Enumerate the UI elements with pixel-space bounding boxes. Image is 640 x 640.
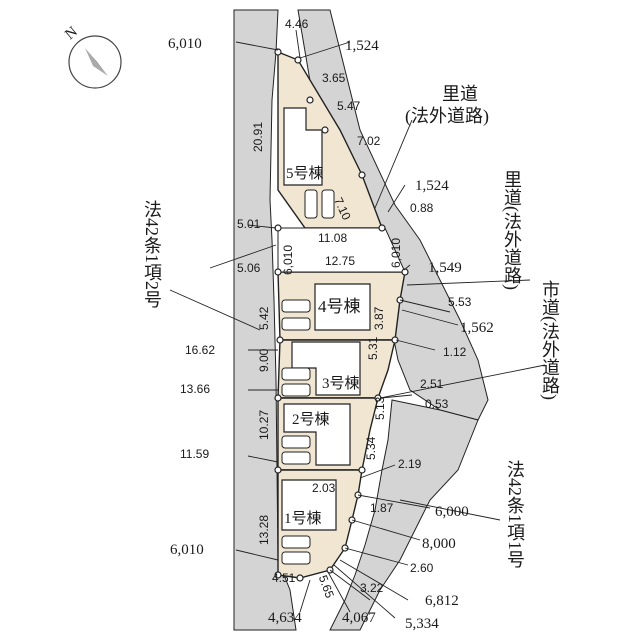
dim-702: 7.02	[357, 134, 381, 148]
dim-1549: 1,549	[428, 260, 462, 276]
law-left: 法42条1項2号	[142, 200, 162, 309]
dim-4634: 4,634	[268, 610, 302, 626]
dim-6812: 6,812	[425, 593, 459, 609]
building-5-label: 5号棟	[286, 165, 324, 182]
right-road-lower	[329, 399, 479, 631]
dim-2091: 20.91	[251, 122, 265, 152]
dim-1275: 12.75	[325, 254, 355, 268]
dim-1108: 11.08	[318, 231, 347, 245]
building-4-label: 4号棟	[318, 297, 361, 316]
dim-446: 4.46	[285, 17, 309, 31]
dim-506: 5.06	[237, 261, 261, 275]
dim-187: 1.87	[370, 501, 394, 515]
dim-6010-r: 6,010	[389, 238, 403, 268]
boundary-markers	[274, 48, 409, 582]
car-icon	[281, 189, 335, 565]
building-2	[283, 403, 351, 466]
north-arrow-icon	[68, 35, 122, 89]
left-road	[233, 9, 297, 631]
dim-553: 5.53	[448, 295, 472, 309]
dim-6010-l: 6,010	[281, 245, 295, 275]
dim-1524-mid: 1,524	[415, 178, 449, 194]
dim-260: 2.60	[410, 561, 434, 575]
dim-053: 0.53	[425, 397, 449, 411]
dim-322: 3.22	[360, 581, 384, 595]
road-shido: 市道(法外道路)	[539, 280, 560, 400]
compass-label: N	[62, 24, 81, 43]
building-3-label: 3号棟	[322, 375, 360, 392]
dim-513: 5.13	[373, 396, 387, 420]
dim-1562: 1,562	[460, 320, 494, 336]
dim-1328: 13.28	[257, 515, 271, 545]
dim-365: 3.65	[322, 71, 346, 85]
dim-534: 5.34	[364, 436, 378, 460]
dim-5334: 5,334	[405, 616, 439, 632]
dim-1366: 13.66	[180, 382, 210, 396]
road-satomichi-top-2: (法外道路)	[405, 106, 489, 127]
dim-1027: 10.27	[257, 410, 271, 440]
road-satomichi-top-1: 里道	[442, 84, 478, 104]
dim-6010-bot: 6,010	[170, 542, 204, 558]
building-4	[314, 283, 371, 331]
dim-6000: 6,000	[435, 504, 469, 520]
building-2-label: 2号棟	[292, 411, 330, 428]
dim-088: 0.88	[410, 201, 434, 215]
building-1-label: 1号棟	[284, 510, 322, 527]
dim-501: 5.01	[237, 217, 261, 231]
dim-547: 5.47	[337, 99, 361, 113]
dim-542: 5.42	[257, 306, 271, 330]
dim-451: 4.51	[272, 571, 296, 585]
dim-112: 1.12	[443, 345, 467, 359]
dim-1662: 16.62	[185, 343, 215, 357]
building-1	[281, 479, 337, 531]
dim-1159: 11.59	[180, 447, 209, 461]
dim-203: 2.03	[312, 481, 336, 495]
dim-4067: 4,067	[342, 610, 376, 626]
road-satomichi-right: 里道(法外道路)	[501, 170, 522, 290]
leader-lines	[169, 29, 546, 619]
dim-6010-top: 6,010	[168, 36, 202, 52]
dim-219: 2.19	[398, 457, 422, 471]
dim-531: 5.31	[366, 336, 380, 360]
dim-387: 3.87	[372, 306, 386, 330]
dim-900: 9.00	[257, 348, 271, 372]
dim-565: 5.65	[316, 573, 337, 600]
dim-1524-top: 1,524	[345, 38, 379, 54]
law-right: 法42条1項1号	[505, 460, 525, 569]
dim-251: 2.51	[420, 377, 444, 391]
dim-8000: 8,000	[422, 536, 456, 552]
